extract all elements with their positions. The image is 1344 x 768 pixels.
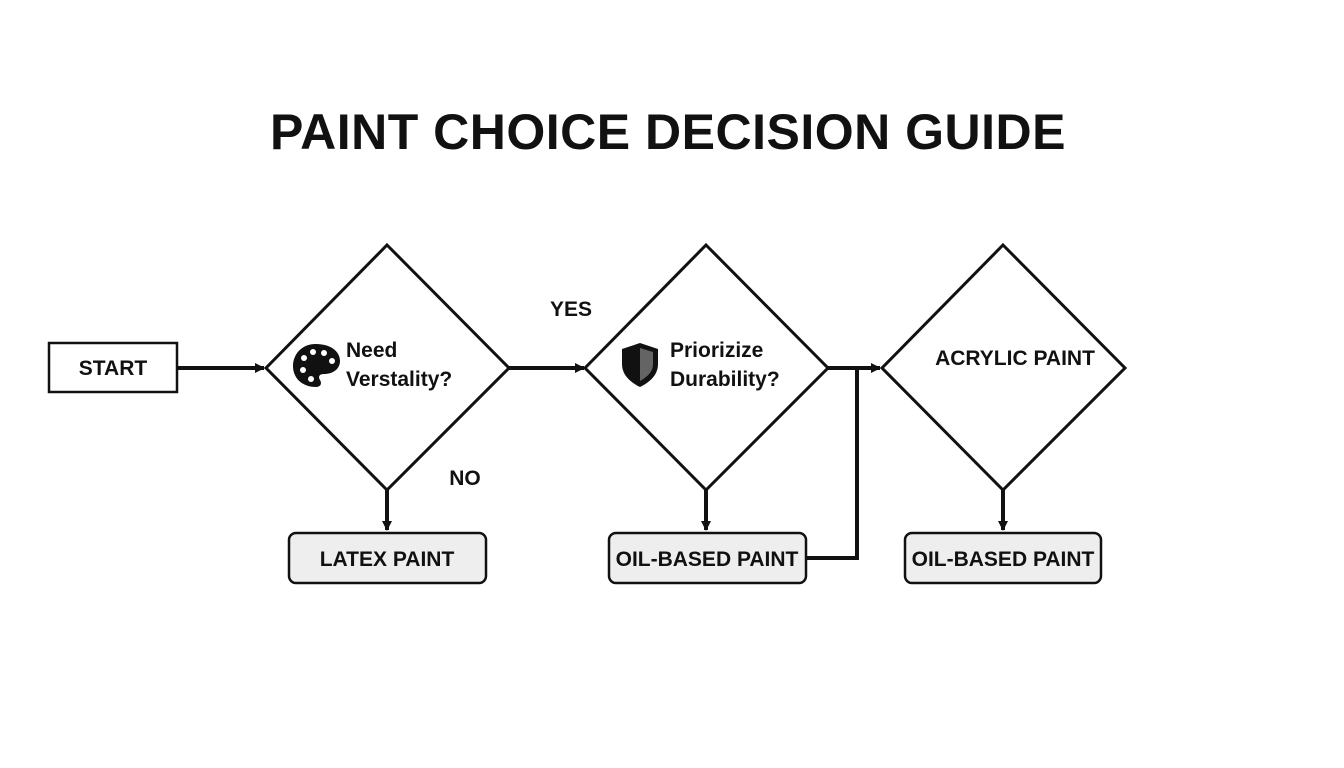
start-label: START	[79, 357, 148, 380]
shield-icon	[622, 343, 658, 387]
latex-paint-label: LATEX PAINT	[320, 548, 455, 571]
oil-based-paint-node-2[interactable]: OIL-BASED PAINT	[903, 531, 1103, 585]
durability-label-line2: Durability?	[670, 368, 780, 391]
durability-label-line1: Priorizize	[670, 339, 763, 362]
palette-icon	[293, 344, 340, 387]
acrylic-paint-label: ACRYLIC PAINT	[935, 347, 1095, 370]
versatility-label-line1: Need	[346, 339, 397, 362]
decision-durability[interactable]: Priorizize Durability?	[582, 242, 831, 493]
decision-versatility[interactable]: Need Verstality?	[263, 242, 512, 493]
connector-oil-based-to-main	[806, 368, 859, 560]
oil-based-paint-label-1: OIL-BASED PAINT	[616, 548, 799, 571]
latex-paint-node[interactable]: LATEX PAINT	[287, 531, 488, 585]
edge-label-yes: YES	[550, 298, 592, 321]
oil-based-paint-node-1[interactable]: OIL-BASED PAINT	[607, 531, 808, 585]
versatility-label-line2: Verstality?	[346, 368, 452, 391]
page-title: PAINT CHOICE DECISION GUIDE	[270, 104, 1066, 160]
start-node[interactable]: START	[47, 341, 179, 394]
acrylic-paint-node[interactable]: ACRYLIC PAINT	[879, 242, 1128, 493]
edge-label-no: NO	[449, 467, 481, 490]
oil-based-paint-label-2: OIL-BASED PAINT	[912, 548, 1095, 571]
